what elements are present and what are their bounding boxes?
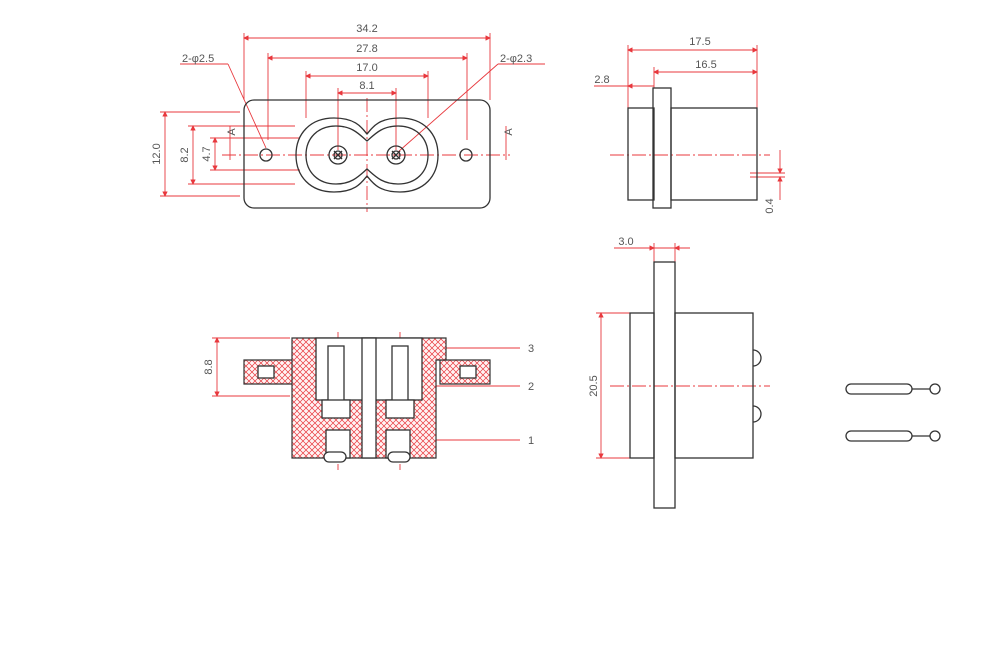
mounting-hole-right [459, 148, 473, 162]
loose-pins [845, 383, 941, 442]
section-pin-left [321, 345, 351, 463]
dim-8-8: 8.8 [203, 359, 215, 374]
callout-2: 2 [528, 381, 534, 393]
callout-3: 3 [528, 343, 534, 355]
side-insert [627, 107, 655, 201]
dim-17-0: 17.0 [356, 62, 377, 74]
side-lower-dimension-lines [596, 243, 770, 459]
dim-27-8: 27.8 [356, 43, 377, 55]
loose-pin-upper [845, 383, 941, 395]
section-pin-right [385, 345, 415, 463]
front-flange [243, 99, 491, 209]
side-lower-flange [653, 261, 676, 509]
dim-17-5: 17.5 [689, 36, 710, 48]
side-flange [652, 87, 672, 209]
front-socket-inner [305, 125, 429, 185]
side-body [670, 107, 758, 201]
section-view: 8.8 3 2 1 [203, 332, 534, 470]
mounting-hole-left [259, 148, 273, 162]
dim-0-4: 0.4 [764, 198, 776, 213]
contact-pin-right [386, 145, 406, 165]
hole-callout-right: 2-φ2.3 [500, 53, 532, 65]
contact-pin-left [328, 145, 348, 165]
dim-4-7: 4.7 [201, 146, 213, 161]
dim-20-5: 20.5 [588, 375, 600, 396]
side-view-lower: 3.0 20.5 [588, 236, 770, 509]
side-lower-body [674, 312, 754, 459]
dim-3-0: 3.0 [618, 236, 633, 248]
side-dimension-lines [594, 45, 785, 200]
dim-12-0: 12.0 [151, 143, 163, 164]
hole-callout-left: 2-φ2.5 [182, 53, 214, 65]
side-view: 17.5 16.5 2.8 0.4 [594, 36, 785, 214]
section-mark-left: A [226, 128, 238, 136]
side-lower-insert [629, 312, 655, 459]
front-dimension-lines [160, 33, 545, 212]
dim-16-5: 16.5 [695, 59, 716, 71]
dim-2-8: 2.8 [594, 74, 609, 86]
dim-8-2: 8.2 [179, 147, 191, 162]
section-mark-right: A [503, 128, 515, 136]
dim-34-2: 34.2 [356, 23, 377, 35]
loose-pin-lower [845, 430, 941, 442]
dim-8-1: 8.1 [359, 80, 374, 92]
front-socket-outline [295, 117, 439, 193]
front-view: 34.2 27.8 17.0 8.1 12.0 8.2 4.7 2-φ2.5 2… [151, 23, 545, 212]
callout-1: 1 [528, 435, 534, 447]
